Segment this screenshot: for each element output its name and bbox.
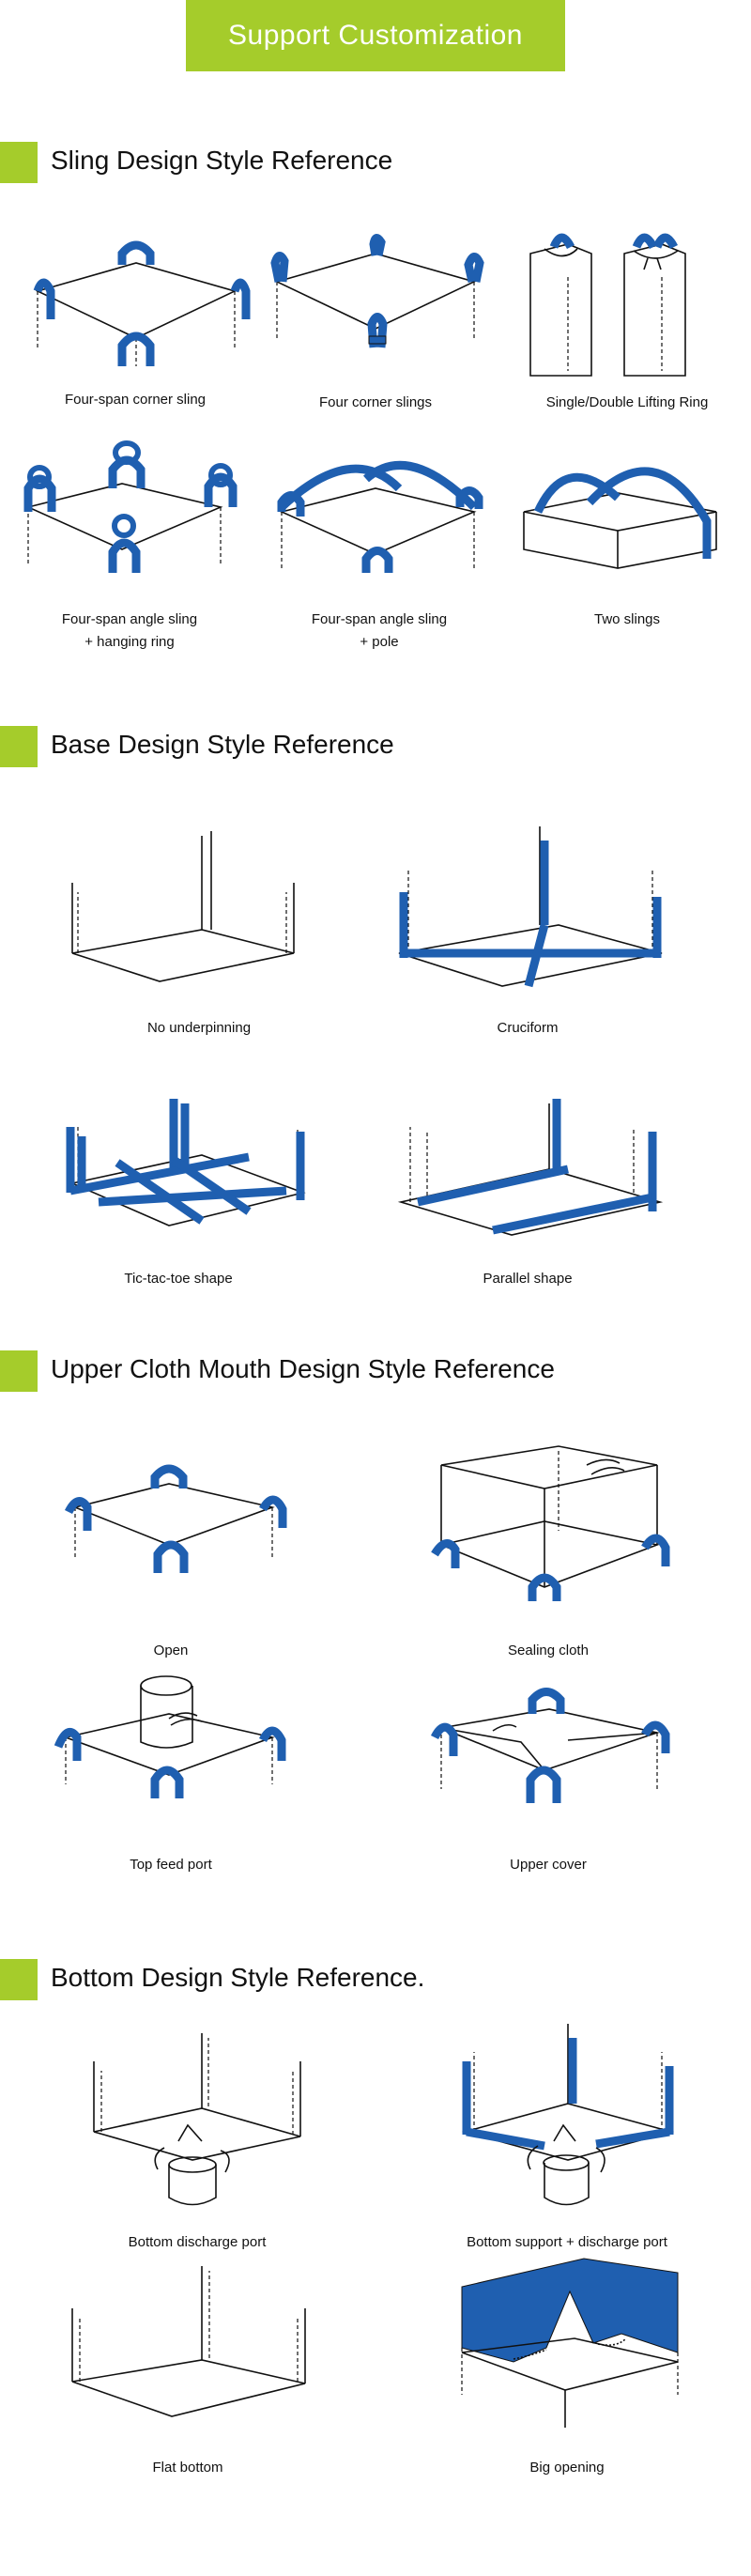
illustration-no-underpinning xyxy=(61,826,305,986)
illustration-tic-tac-toe xyxy=(61,1080,314,1240)
illustration-bottom-discharge-port xyxy=(84,2033,310,2221)
section-header-bottom: Bottom Design Style Reference. xyxy=(0,1959,751,2000)
caption-upper-cover: Upper cover xyxy=(510,1854,587,1876)
caption-bottom-discharge-port: Bottom discharge port xyxy=(129,2231,267,2254)
illustration-cruciform xyxy=(390,822,671,991)
section-marker xyxy=(0,142,38,183)
section-title-upper: Upper Cloth Mouth Design Style Reference xyxy=(51,1354,555,1384)
illustration-four-span-corner-sling xyxy=(28,235,253,376)
illustration-angle-sling-hanging-ring xyxy=(14,441,239,582)
illustration-bottom-support-discharge-port xyxy=(455,2024,681,2221)
section-title-bottom: Bottom Design Style Reference. xyxy=(51,1963,424,1993)
caption-tic-tac-toe: Tic-tac-toe shape xyxy=(124,1268,232,1290)
section-title-base: Base Design Style Reference xyxy=(51,730,394,760)
caption-big-opening: Big opening xyxy=(529,2457,604,2479)
caption-open: Open xyxy=(154,1640,189,1662)
illustration-parallel xyxy=(390,1080,671,1240)
section-header-sling: Sling Design Style Reference xyxy=(0,142,751,183)
caption-angle-sling-pole: Four-span angle sling + pole xyxy=(312,609,447,654)
caption-lifting-ring: Single/Double Lifting Ring xyxy=(546,392,709,414)
illustration-open xyxy=(61,1451,296,1601)
caption-top-feed-port: Top feed port xyxy=(130,1854,212,1876)
caption-no-underpinning: No underpinning xyxy=(147,1017,251,1040)
caption-flat-bottom: Flat bottom xyxy=(152,2457,222,2479)
caption-cruciform: Cruciform xyxy=(497,1017,558,1040)
caption-bottom-support-discharge-port: Bottom support + discharge port xyxy=(467,2231,667,2254)
illustration-two-slings xyxy=(514,446,740,587)
caption-two-slings: Two slings xyxy=(594,609,660,631)
illustration-flat-bottom xyxy=(61,2261,314,2421)
caption-text: Four-span angle sling + hanging ring xyxy=(62,609,197,654)
illustration-top-feed-port xyxy=(56,1667,291,1817)
illustration-angle-sling-pole xyxy=(268,451,493,592)
illustration-upper-cover xyxy=(427,1667,681,1827)
support-customization-banner: Support Customization xyxy=(186,0,565,71)
illustration-sealing-cloth xyxy=(427,1437,671,1625)
illustration-four-corner-slings xyxy=(268,235,493,376)
caption-text: Four-span angle sling + pole xyxy=(312,609,447,654)
illustration-big-opening xyxy=(457,2254,682,2432)
caption-sealing-cloth: Sealing cloth xyxy=(508,1640,589,1662)
section-header-upper: Upper Cloth Mouth Design Style Reference xyxy=(0,1350,751,1392)
section-marker xyxy=(0,1959,38,2000)
section-title-sling: Sling Design Style Reference xyxy=(51,146,392,176)
caption-four-span-corner-sling: Four-span corner sling xyxy=(65,389,206,411)
caption-four-corner-slings: Four corner slings xyxy=(319,392,432,414)
caption-angle-sling-hanging-ring: Four-span angle sling + hanging ring xyxy=(62,609,197,654)
section-marker xyxy=(0,1350,38,1392)
section-header-base: Base Design Style Reference xyxy=(0,726,751,767)
caption-parallel: Parallel shape xyxy=(483,1268,572,1290)
section-marker xyxy=(0,726,38,767)
illustration-lifting-ring xyxy=(516,221,742,409)
